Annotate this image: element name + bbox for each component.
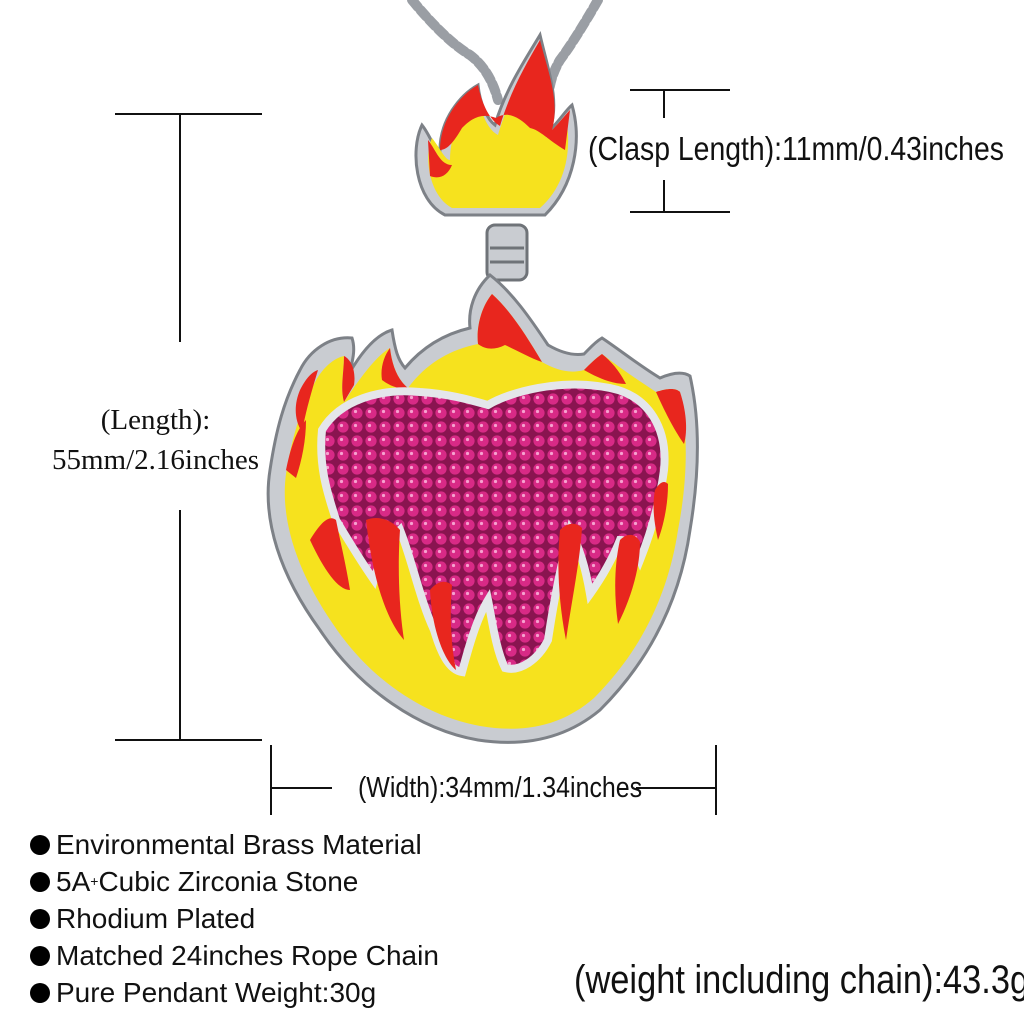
- length-label-line1: (Length):: [100, 404, 211, 436]
- bullet-icon: [30, 908, 50, 929]
- clasp-length-label: (Clasp Length):11mm/0.43inches: [588, 130, 1004, 167]
- bullet-icon: [30, 945, 50, 966]
- width-label: (Width):34mm/1.34inches: [358, 772, 643, 804]
- rope-chain: [407, 0, 603, 110]
- feature-list: Environmental Brass Material 5A+ Cubic Z…: [30, 826, 439, 1011]
- connector-hinge: [485, 223, 529, 282]
- weight-note: (weight including chain):43.3g: [574, 958, 1024, 1002]
- feature-item: Environmental Brass Material: [30, 826, 439, 863]
- bullet-icon: [30, 982, 50, 1003]
- clasp-flame-bail: [414, 31, 578, 217]
- dimension-lines: [115, 89, 730, 815]
- heart-pendant: [266, 273, 699, 744]
- feature-text-rest: Cubic Zirconia Stone: [98, 866, 359, 897]
- feature-item: Matched 24inches Rope Chain: [30, 937, 439, 974]
- feature-item: 5A+ Cubic Zirconia Stone: [30, 863, 439, 900]
- feature-superscript: +: [90, 873, 99, 889]
- feature-text: Environmental Brass Material: [56, 829, 422, 860]
- bullet-icon: [30, 871, 50, 892]
- bullet-icon: [30, 834, 50, 855]
- feature-text: Rhodium Plated: [56, 903, 256, 934]
- feature-text: 5A: [56, 866, 91, 897]
- feature-text: Pure Pendant Weight:30g: [56, 977, 377, 1008]
- feature-text: Matched 24inches Rope Chain: [56, 940, 439, 971]
- length-label-line2: 55mm/2.16inches: [52, 444, 260, 476]
- feature-item: Pure Pendant Weight:30g: [30, 974, 439, 1011]
- feature-item: Rhodium Plated: [30, 900, 439, 937]
- length-label: (Length): 55mm/2.16inches: [52, 400, 259, 480]
